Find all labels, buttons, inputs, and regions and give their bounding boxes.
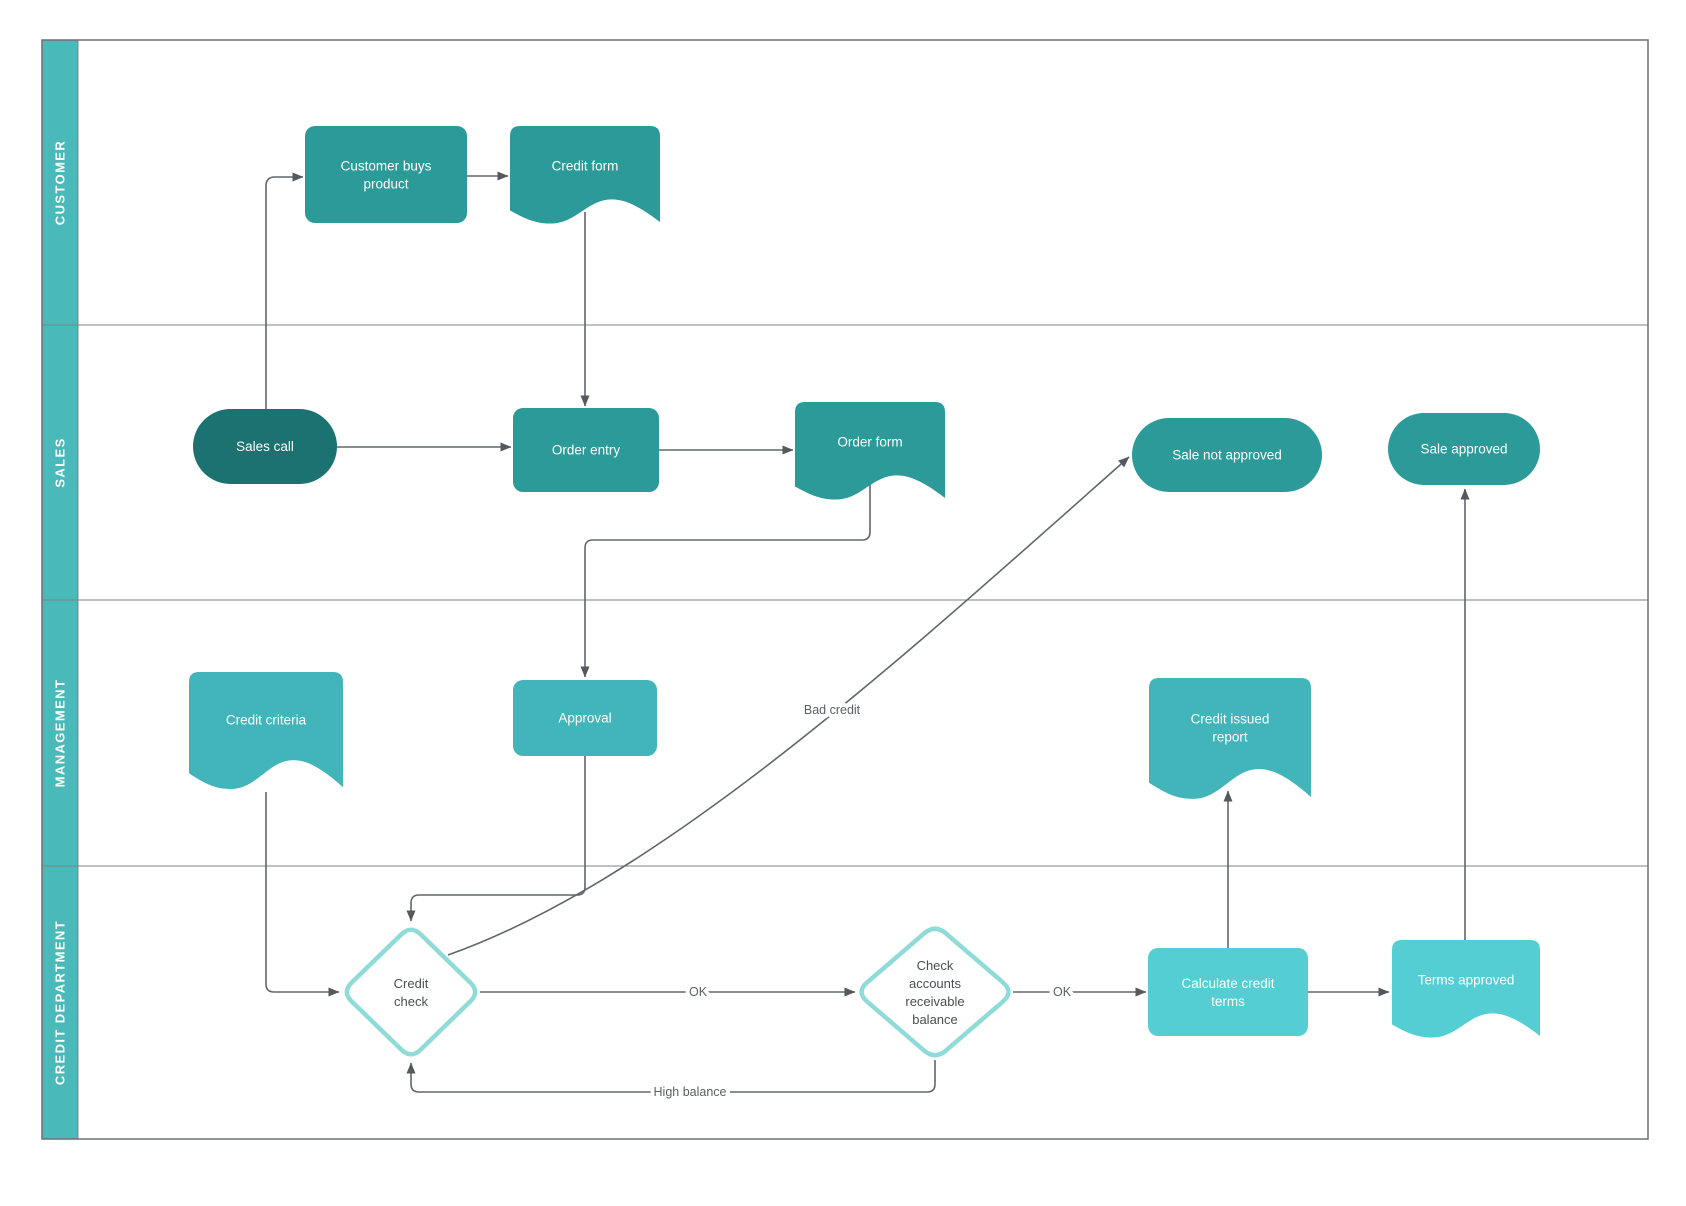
node-order-form: Order form xyxy=(795,402,945,500)
node-label-credit-form: Credit form xyxy=(552,159,619,174)
node-label-credit-criteria: Credit criteria xyxy=(226,713,307,728)
process-shape xyxy=(1148,948,1308,1036)
edge-credit-check-to-sale-not-approved-bad-credit xyxy=(447,456,1130,956)
node-sale-approved: Sale approved xyxy=(1388,413,1540,485)
process-shape xyxy=(513,680,657,756)
terminator-shape xyxy=(193,409,337,484)
edge-approval-to-credit-check xyxy=(406,756,586,922)
edge-sales-call-to-customer-buys-product xyxy=(265,172,304,409)
document-shape xyxy=(795,402,945,500)
edge-order-form-to-approval xyxy=(580,483,871,678)
node-label-sales-call: Sales call xyxy=(236,439,294,454)
process-shape xyxy=(305,126,467,223)
edge-label-ok1: OK xyxy=(689,985,708,999)
document-shape xyxy=(510,126,660,224)
document-shape xyxy=(1392,940,1540,1038)
node-credit-criteria: Credit criteria xyxy=(189,672,343,790)
edge-label-high-balance: High balance xyxy=(654,1085,727,1099)
node-label-order-form: Order form xyxy=(837,435,902,450)
document-shape xyxy=(189,672,343,790)
node-label-terms-approved: Terms approved xyxy=(1418,973,1515,988)
node-sale-not-approved: Sale not approved xyxy=(1132,418,1322,492)
process-shape xyxy=(513,408,659,492)
terminator-shape xyxy=(1132,418,1322,492)
node-terms-approved: Terms approved xyxy=(1392,940,1540,1038)
edge-label-ok2: OK xyxy=(1053,985,1072,999)
node-approval: Approval xyxy=(513,680,657,756)
lane-label-credit-department: CREDIT DEPARTMENT xyxy=(53,920,68,1085)
node-label-sale-not-approved: Sale not approved xyxy=(1172,448,1282,463)
lane-label-management: MANAGEMENT xyxy=(53,679,68,788)
node-label-order-entry: Order entry xyxy=(552,443,621,458)
decision-shape xyxy=(859,926,1011,1058)
edge-check-ar-balance-to-credit-check-high-balance xyxy=(406,1060,936,1093)
node-credit-form: Credit form xyxy=(510,126,660,224)
node-label-sale-approved: Sale approved xyxy=(1420,442,1507,457)
document-shape xyxy=(1149,678,1311,799)
terminator-shape xyxy=(1388,413,1540,485)
node-order-entry: Order entry xyxy=(513,408,659,492)
node-label-approval: Approval xyxy=(558,711,611,726)
lane-header-strip xyxy=(42,40,78,1139)
swimlane-frame xyxy=(41,39,1649,1140)
edge-credit-criteria-to-credit-check xyxy=(265,792,340,997)
lane-label-customer: CUSTOMER xyxy=(53,140,68,225)
decision-shape xyxy=(344,927,478,1057)
node-sales-call: Sales call xyxy=(193,409,337,484)
lane-label-sales: SALES xyxy=(53,437,68,487)
edge-label-bad-credit: Bad credit xyxy=(804,703,861,717)
